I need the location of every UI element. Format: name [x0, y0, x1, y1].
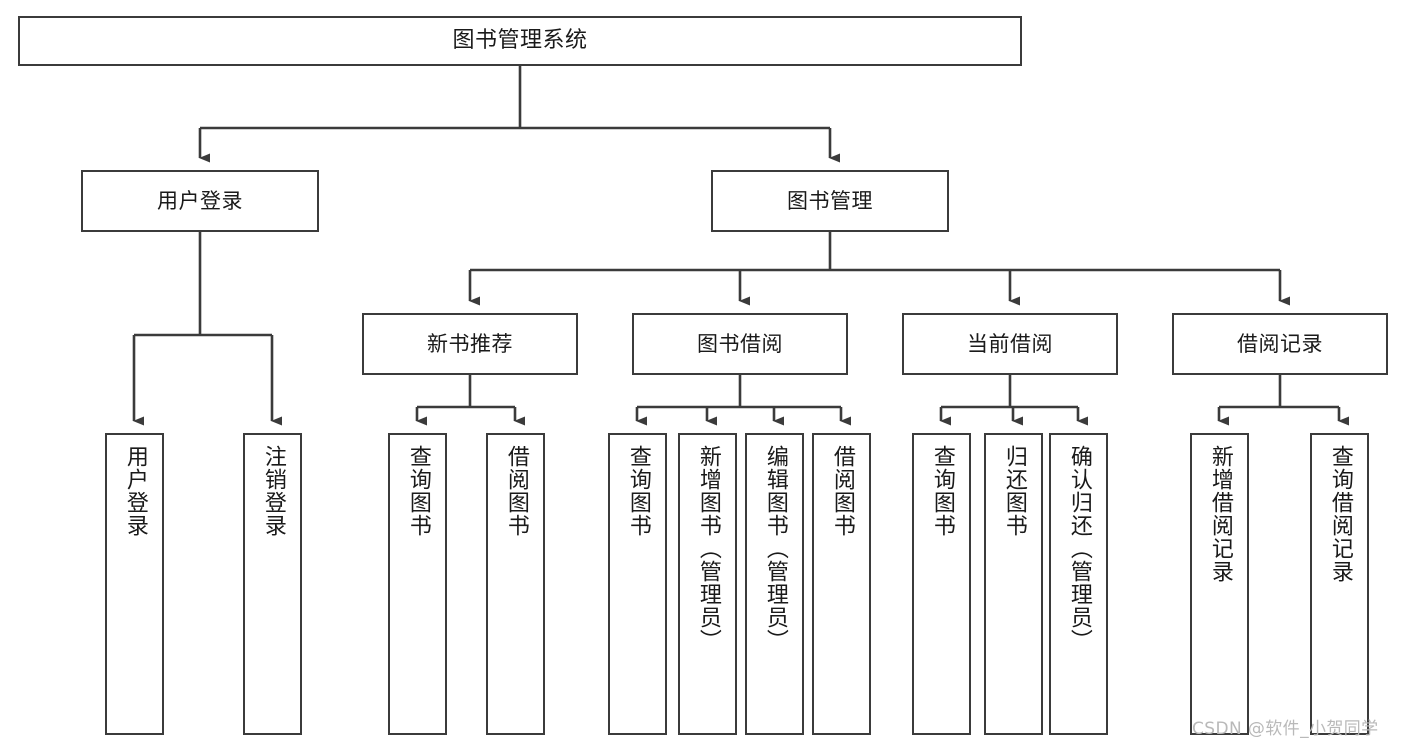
node-leaf-query-book-rec[interactable]: 查询图书	[388, 433, 447, 735]
node-book-manage[interactable]: 图书管理	[711, 170, 949, 232]
node-leaf-query-book-b-label: 查询图书	[625, 445, 651, 537]
node-book-borrow[interactable]: 图书借阅	[632, 313, 848, 375]
node-leaf-return-book-label: 归还图书	[1001, 445, 1027, 537]
node-leaf-edit-book-admin[interactable]: 编辑图书（管理员）	[745, 433, 804, 735]
node-leaf-query-book-c-label: 查询图书	[929, 445, 955, 537]
node-borrow-record-label: 借阅记录	[1237, 331, 1323, 356]
node-leaf-add-book-admin-label: 新增图书（管理员）	[695, 445, 721, 652]
node-leaf-edit-book-admin-label: 编辑图书（管理员）	[762, 445, 788, 652]
node-leaf-user-login-label: 用户登录	[122, 445, 148, 537]
node-leaf-borrow-book-rec-label: 借阅图书	[503, 445, 529, 537]
node-leaf-borrow-book-b-label: 借阅图书	[829, 445, 855, 537]
node-root[interactable]: 图书管理系统	[18, 16, 1022, 66]
node-book-manage-label: 图书管理	[787, 188, 873, 213]
node-borrow-record[interactable]: 借阅记录	[1172, 313, 1388, 375]
node-leaf-query-book-b[interactable]: 查询图书	[608, 433, 667, 735]
csdn-watermark: CSDN @软件_小贺同学	[1192, 719, 1379, 739]
node-leaf-query-book-rec-label: 查询图书	[405, 445, 431, 537]
node-leaf-add-borrow-record-label: 新增借阅记录	[1207, 445, 1233, 583]
node-leaf-add-book-admin[interactable]: 新增图书（管理员）	[678, 433, 737, 735]
node-leaf-return-book[interactable]: 归还图书	[984, 433, 1043, 735]
node-root-label: 图书管理系统	[452, 28, 588, 54]
node-leaf-add-borrow-record[interactable]: 新增借阅记录	[1190, 433, 1249, 735]
node-leaf-confirm-return-admin-label: 确认归还（管理员）	[1066, 445, 1092, 652]
node-leaf-borrow-book-b[interactable]: 借阅图书	[812, 433, 871, 735]
node-user-login-label: 用户登录	[157, 188, 243, 213]
node-leaf-confirm-return-admin[interactable]: 确认归还（管理员）	[1049, 433, 1108, 735]
node-book-borrow-label: 图书借阅	[697, 331, 783, 356]
node-leaf-user-login[interactable]: 用户登录	[105, 433, 164, 735]
node-leaf-user-logout-label: 注销登录	[260, 445, 286, 537]
node-leaf-query-borrow-record-label: 查询借阅记录	[1327, 445, 1353, 583]
node-leaf-query-borrow-record[interactable]: 查询借阅记录	[1310, 433, 1369, 735]
node-new-book-rec[interactable]: 新书推荐	[362, 313, 578, 375]
node-current-borrow[interactable]: 当前借阅	[902, 313, 1118, 375]
node-current-borrow-label: 当前借阅	[967, 331, 1053, 356]
node-leaf-user-logout[interactable]: 注销登录	[243, 433, 302, 735]
node-user-login[interactable]: 用户登录	[81, 170, 319, 232]
node-leaf-borrow-book-rec[interactable]: 借阅图书	[486, 433, 545, 735]
node-new-book-rec-label: 新书推荐	[427, 331, 513, 356]
node-leaf-query-book-c[interactable]: 查询图书	[912, 433, 971, 735]
